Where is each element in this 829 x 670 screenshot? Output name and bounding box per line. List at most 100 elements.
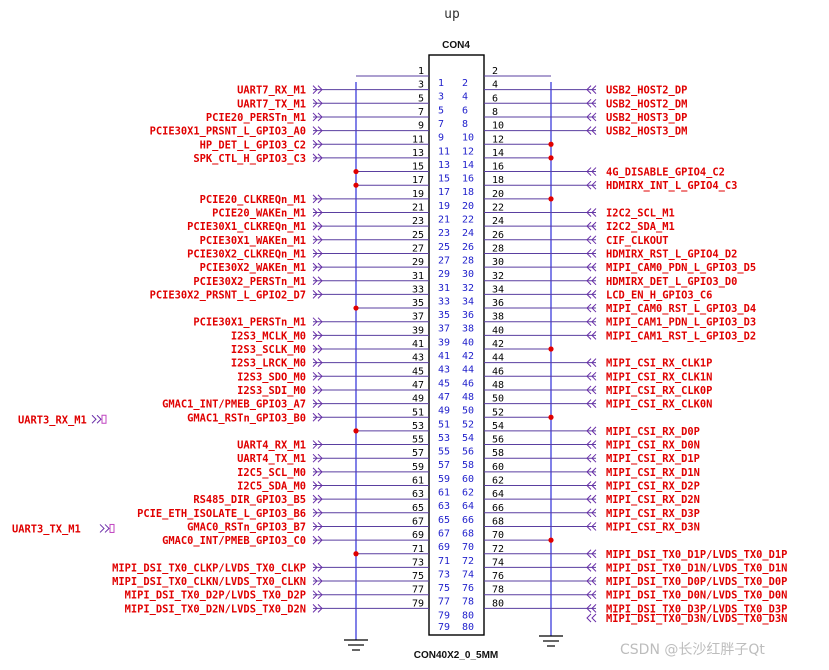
left-net-label: I2C5_SDA_M0 (237, 481, 306, 493)
right-port-indicator (586, 467, 597, 477)
left-port-indicator (312, 481, 323, 490)
right-net-label: MIPI_CSI_RX_D3P (606, 508, 700, 520)
right-net-label: USB2_HOST2_DM (606, 98, 687, 110)
pin-number-outer: 11 (412, 134, 424, 145)
pin-number-inner: 46 (462, 378, 474, 389)
right-net-label: MIPI_CSI_RX_D0P (606, 426, 700, 438)
left-net-label: PCIE30X2_CLKREQn_M1 (187, 248, 306, 260)
off-sheet-label: UART3_TX_M1 (12, 523, 81, 535)
left-net-label: UART7_TX_M1 (237, 98, 306, 110)
left-port-indicator (312, 112, 323, 122)
left-port-indicator (312, 153, 323, 163)
left-port-indicator (312, 208, 323, 217)
pin-number-outer: 45 (412, 366, 424, 377)
right-net-label: MIPI_CSI_RX_D2N (606, 494, 700, 506)
pin-number-outer: 15 (412, 162, 424, 173)
pin-number-inner: 5 (438, 105, 444, 116)
pin-number-outer: 64 (492, 489, 504, 500)
right-port-indicator (586, 126, 597, 135)
right-net-label: I2C2_SDA_M1 (606, 221, 675, 233)
pin-number-outer: 41 (412, 339, 424, 350)
off-sheet-indicator (99, 524, 110, 533)
pin-number-inner: 69 (438, 542, 450, 553)
pin-number-inner: 40 (462, 337, 474, 348)
right-net-label: MIPI_DSI_TX0_D3P/LVDS_TX0_D3P (606, 603, 787, 615)
junction-dot (353, 182, 359, 188)
pin-number-outer: 54 (492, 421, 504, 432)
right-port-indicator (586, 576, 597, 586)
pin-number-inner: 17 (438, 187, 450, 198)
pin-number-inner: 65 (438, 515, 450, 526)
right-port-indicator (586, 426, 597, 436)
pin-number-outer: 24 (492, 216, 504, 227)
pin-number-inner: 20 (462, 201, 474, 212)
left-net-label: GMAC0_RSTn_GPIO3_B7 (187, 521, 306, 533)
pin-number-inner: 52 (462, 419, 474, 430)
pin-number-outer: 50 (492, 394, 504, 405)
left-net-label: RS485_DIR_GPIO3_B5 (193, 494, 306, 506)
right-port-indicator (586, 221, 597, 231)
pin-number-outer: 76 (492, 571, 504, 582)
pin-number-inner: 21 (438, 215, 450, 226)
right-net-label: MIPI_DSI_TX0_D0N/LVDS_TX0_D0N (606, 590, 787, 602)
right-net-label: MIPI_DSI_TX0_D0P/LVDS_TX0_D0P (606, 576, 787, 588)
pin-number-inner: 79 (438, 610, 450, 621)
pin-number-inner: 77 (438, 597, 450, 608)
right-net-label: CIF_CLKOUT (606, 235, 669, 247)
pin-number-inner: 61 (438, 488, 450, 499)
right-port-indicator (586, 85, 597, 95)
left-port-indicator (312, 508, 323, 518)
left-port-indicator (312, 276, 323, 286)
junction-dot (548, 346, 554, 352)
off-sheet-label: UART3_RX_M1 (18, 414, 87, 426)
left-net-label: MIPI_DSI_TX0_CLKN/LVDS_TX0_CLKN (112, 576, 306, 588)
right-port-indicator (586, 276, 597, 286)
right-net-label: HDMIRX_DET_L_GPIO3_D0 (606, 276, 737, 288)
junction-dot (353, 305, 359, 311)
pin-number-inner: 53 (438, 433, 450, 444)
pin-number-outer: 72 (492, 544, 504, 555)
left-port-indicator (312, 290, 323, 299)
left-net-label: MIPI_DSI_TX0_D2P/LVDS_TX0_D2P (125, 590, 306, 602)
pin-number-outer: 31 (412, 271, 424, 282)
pin-number-outer: 70 (492, 530, 504, 541)
right-port-indicator (586, 167, 597, 176)
left-port-indicator (312, 249, 323, 258)
pin-number-outer: 66 (492, 503, 504, 514)
pin-number-inner: 2 (462, 78, 468, 89)
pin-number-outer: 32 (492, 271, 504, 282)
pin-number-outer: 16 (492, 162, 504, 173)
pin-number-inner: 25 (438, 242, 450, 253)
right-net-label: USB2_HOST3_DM (606, 126, 687, 138)
pin-number-outer: 1 (418, 66, 424, 77)
left-port-indicator (312, 467, 323, 477)
pin-number-inner: 75 (438, 583, 450, 594)
pin-number-outer: 35 (412, 298, 424, 309)
pin-number-outer: 55 (412, 435, 424, 446)
pin-number-inner: 1 (438, 78, 444, 89)
left-net-label: I2S3_MCLK_M0 (231, 330, 306, 342)
pin-number-inner: 59 (438, 474, 450, 485)
pin-number-outer: 26 (492, 230, 504, 241)
pin-number-inner: 4 (462, 92, 468, 103)
left-port-indicator (312, 371, 323, 381)
pin-number-outer: 43 (412, 353, 424, 364)
pin-number-outer: 12 (492, 134, 504, 145)
left-net-label: I2S3_LRCK_M0 (231, 358, 306, 370)
right-port-indicator (586, 494, 597, 504)
left-port-indicator (312, 603, 323, 613)
pin-number-inner: 9 (438, 133, 444, 144)
pin-number-outer: 73 (412, 557, 424, 568)
left-net-label: I2S3_SDO_M0 (237, 371, 306, 383)
pin-number-outer: 36 (492, 298, 504, 309)
pin-number-outer: 79 (412, 598, 424, 609)
pin-number-inner: 57 (438, 460, 450, 471)
pin-number-inner: 72 (462, 556, 474, 567)
right-port-indicator (586, 317, 597, 327)
pin-number-outer: 25 (412, 230, 424, 241)
right-net-label: MIPI_CAM1_RST_L_GPIO3_D2 (606, 330, 756, 342)
pin-number-inner: 35 (438, 310, 450, 321)
right-port-indicator (586, 385, 597, 395)
right-port-indicator (586, 481, 597, 490)
pin-number-inner: 28 (462, 255, 474, 266)
